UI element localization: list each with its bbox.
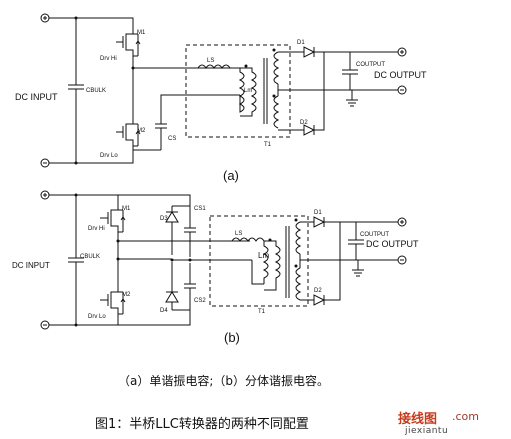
ground-b: [352, 260, 364, 277]
coutput-label-a: COUTPUT: [356, 62, 385, 68]
cs2-label-b: CS2: [194, 298, 206, 304]
m2-label-b: M2: [122, 292, 131, 298]
secondary-bottom-b: [295, 267, 302, 301]
cs-label-a: CS: [168, 136, 176, 142]
secondary-bottom-a: [273, 95, 280, 129]
cs-capacitor-a: [155, 94, 240, 150]
m2-label-a: M2: [137, 128, 146, 134]
coutput-label-b: COUTPUT: [360, 232, 389, 238]
sub-caption: （a）单谐振电容;（b）分体谐振电容。: [118, 374, 330, 388]
mosfet-m1-a: [116, 28, 141, 57]
drv-hi-label-a: Drv Hi: [100, 56, 117, 62]
watermark-logo: 接线图: [398, 412, 438, 427]
lm-label-b: Lm: [258, 251, 269, 260]
t1-label-b: T1: [258, 309, 266, 315]
ground-a: [346, 90, 358, 107]
t1-label-a: T1: [264, 142, 272, 148]
diode-d2-a: [296, 52, 325, 136]
schematic-b: [40, 190, 407, 330]
secondary-top-a: [273, 51, 280, 85]
out-terminal-minus-a: [397, 85, 407, 95]
transformer-core-a: [263, 58, 268, 124]
schematic-a: [40, 13, 407, 168]
ls-label-b: LS: [235, 231, 242, 237]
dc-input-label-a: DC INPUT: [15, 92, 58, 102]
transformer-core-b: [285, 226, 290, 298]
drv-lo-label-a: Drv Lo: [100, 153, 118, 159]
cbulk-label-a: CBULK: [86, 88, 106, 94]
drv-hi-label-b: Drv Hi: [88, 226, 105, 232]
watermark-url: jiexiantu: [405, 426, 449, 436]
cs1-capacitor-b: [184, 206, 196, 257]
dots-a: [74, 16, 276, 165]
tag-a: (a): [223, 168, 239, 183]
tag-b: (b): [224, 330, 240, 345]
cbulk-b: [68, 195, 84, 325]
ls-inductor-b: [231, 237, 265, 242]
m1-label-a: M1: [137, 30, 146, 36]
dc-input-label-b: DC INPUT: [12, 261, 50, 270]
out-terminal-minus-b: [397, 255, 407, 265]
lm-inductor-a: [238, 68, 245, 113]
d3-label-b: D3: [160, 216, 168, 222]
d1-label-a: D1: [297, 40, 305, 46]
transformer-box-a: [185, 44, 291, 138]
out-terminal-plus-b: [397, 217, 407, 227]
mosfet-m1-b: [100, 204, 126, 233]
dc-output-label-a: DC OUTPUT: [374, 70, 427, 80]
d1-label-b: D1: [314, 210, 322, 216]
cs2-capacitor-b: [184, 263, 196, 310]
cbulk-label-b: CBULK: [80, 254, 100, 260]
coutput-a: [318, 52, 358, 91]
coutput-b: [340, 222, 364, 261]
mosfet-m2-b: [100, 286, 126, 318]
figure-caption: 图1：半桥LLC转换器的两种不同配置: [95, 417, 309, 432]
diode-d4-b: [165, 262, 179, 310]
out-terminal-plus-a: [397, 47, 407, 57]
transformer-box-b: [209, 215, 309, 307]
ls-inductor-a: [197, 64, 231, 69]
d4-label-b: D4: [160, 308, 168, 314]
diode-d1-a: [296, 46, 398, 58]
cbulk-a: [68, 18, 84, 163]
m1-label-b: M1: [122, 206, 131, 212]
diode-d3-b: [165, 211, 179, 255]
watermark-site: .com: [452, 410, 479, 423]
d2-label-a: D2: [300, 120, 308, 126]
secondary-top-b: [295, 221, 302, 255]
diode-d1-b: [310, 216, 398, 228]
drv-lo-label-b: Drv Lo: [88, 314, 106, 320]
dots-b: [74, 193, 298, 327]
diode-d2-b: [310, 222, 341, 306]
cs1-label-b: CS1: [194, 206, 206, 212]
dc-output-label-b: DC OUTPUT: [366, 239, 419, 249]
lm-inductor-b: [262, 241, 269, 284]
d2-label-b: D2: [314, 288, 322, 294]
mosfet-m2-a: [116, 118, 141, 150]
lm-label-a: Lm: [244, 88, 252, 94]
ls-label-a: LS: [207, 58, 214, 64]
